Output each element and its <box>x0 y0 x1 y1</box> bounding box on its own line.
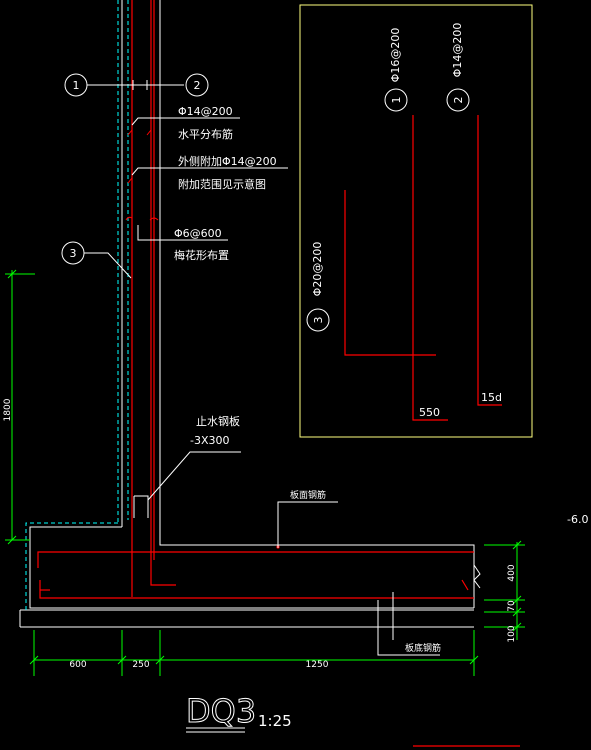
dimension-text: 1800 600 250 1250 400 70 100 <box>3 398 517 670</box>
label-phi14-200: Φ14@200 <box>178 105 233 118</box>
dim-70: 70 <box>507 600 517 612</box>
callout-2: 2 <box>185 73 209 97</box>
callout-1: 1 <box>64 73 88 97</box>
label-waterstop-size: -3X300 <box>190 434 230 447</box>
break-marks <box>473 564 481 589</box>
svg-text:Φ20@200: Φ20@200 <box>311 242 324 297</box>
svg-text:Φ16@200: Φ16@200 <box>389 28 402 83</box>
dim-600: 600 <box>69 660 86 670</box>
detail-bar-2: 2 Φ14@200 <box>446 23 470 112</box>
svg-text:3: 3 <box>312 317 325 324</box>
callout-3: 3 <box>61 241 85 265</box>
drawing-title: DQ3 1:25 <box>186 692 292 733</box>
title-name: DQ3 <box>186 692 256 730</box>
concrete-outline <box>19 0 475 628</box>
svg-text:Φ14@200: Φ14@200 <box>451 23 464 78</box>
dim-1250: 1250 <box>306 660 329 670</box>
svg-text:2: 2 <box>194 79 201 92</box>
label-extra-range: 附加范围见示意图 <box>178 177 266 191</box>
label-slab-top-bars: 板面钢筋 <box>290 489 326 501</box>
label-phi6-600: Φ6@600 <box>174 227 222 240</box>
dim-250: 250 <box>132 660 149 670</box>
title-scale: 1:25 <box>258 712 292 730</box>
svg-text:3: 3 <box>70 247 77 260</box>
length-15d: 15d <box>481 391 502 404</box>
dim-400: 400 <box>507 564 517 581</box>
detail-bar-1: 1 Φ16@200 <box>384 28 408 112</box>
svg-text:1: 1 <box>73 79 80 92</box>
svg-text:1: 1 <box>390 97 403 104</box>
label-waterstop-plate: 止水钢板 <box>196 414 240 428</box>
length-550: 550 <box>419 406 440 419</box>
rebar-detail-box: 1 Φ16@200 2 Φ14@200 3 Φ20@200 550 15d <box>299 4 533 438</box>
label-slab-bottom-bars: 板底钢筋 <box>405 642 441 654</box>
label-elevation: -6.0 <box>567 513 588 526</box>
wall-rebar <box>131 0 176 597</box>
dim-1800: 1800 <box>3 398 13 421</box>
detail-bar-3: 3 Φ20@200 <box>306 242 330 332</box>
cover-line <box>25 0 129 612</box>
label-outer-extra: 外侧附加Φ14@200 <box>178 154 277 168</box>
label-horizontal-bars: 水平分布筋 <box>178 127 233 141</box>
tie-bar-hooks <box>125 129 159 221</box>
leader-lines <box>84 80 440 656</box>
dim-100: 100 <box>507 625 517 642</box>
label-plum-layout: 梅花形布置 <box>174 248 229 262</box>
slab-rebar <box>37 551 474 599</box>
svg-text:2: 2 <box>452 97 465 104</box>
dimension-lines <box>5 269 525 676</box>
